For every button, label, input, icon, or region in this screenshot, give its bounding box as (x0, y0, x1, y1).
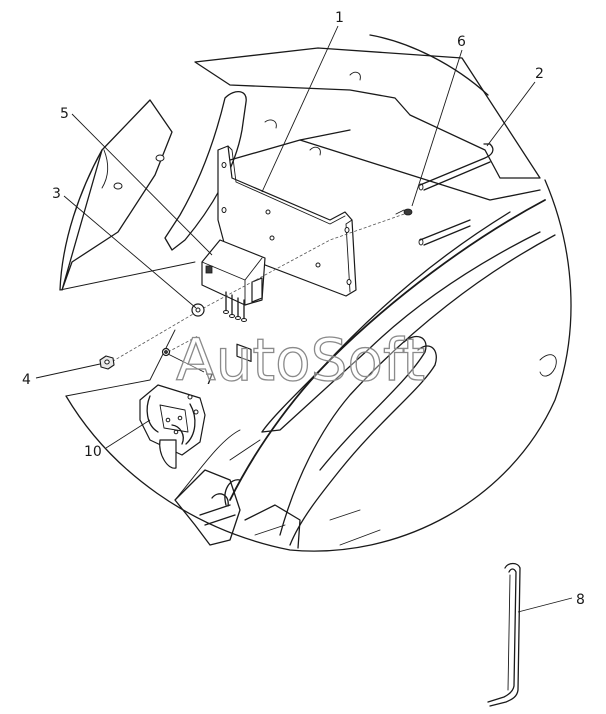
bolt (395, 208, 413, 216)
callout-8: 8 (576, 592, 585, 608)
callout-4: 4 (22, 372, 31, 388)
callout-2: 2 (535, 66, 544, 82)
frame-lower-bracket (174, 469, 241, 546)
detail-view (59, 34, 572, 552)
detail-circle-boundary (59, 34, 572, 552)
hex-nut (99, 355, 115, 370)
control-module (201, 239, 266, 362)
frame-main-rail (229, 199, 546, 501)
callout-labels: 1 6 2 5 3 4 7 10 8 (22, 10, 585, 608)
tube-pair (418, 143, 494, 246)
callout-5: 5 (60, 106, 69, 122)
assembly-axis-line (107, 211, 411, 365)
callout-3: 3 (52, 186, 61, 202)
callout-6: 6 (457, 34, 466, 50)
frame-left-plate (61, 99, 173, 291)
callout-10: 10 (84, 444, 102, 460)
cable-strap (487, 562, 521, 707)
small-nut (161, 347, 171, 357)
bracket-clip (139, 384, 206, 469)
frame-strut (164, 91, 247, 251)
callout-1: 1 (335, 10, 344, 26)
callout-7: 7 (205, 372, 214, 388)
leader-lines (35, 25, 573, 613)
watermark-text: AutoSoft (176, 326, 425, 394)
frame-top-plate (194, 47, 541, 179)
